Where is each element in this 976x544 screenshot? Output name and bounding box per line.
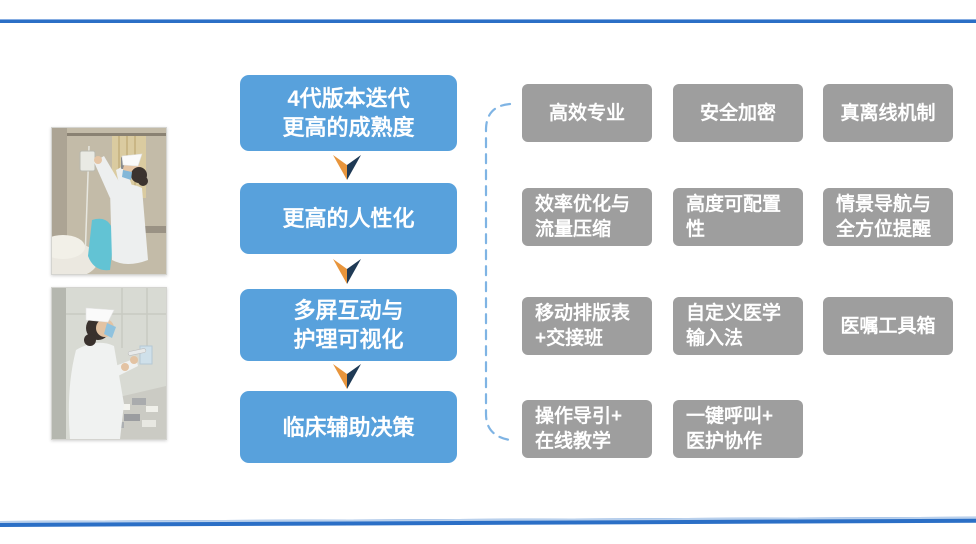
feature-line: 一键呼叫+ [686,406,774,427]
feature-box-medical-ime: 自定义医学 输入法 [673,297,803,355]
nurse-iv-illustration [52,128,166,274]
dashed-bracket-connector [476,100,512,448]
feature-line: 真离线机制 [840,102,936,124]
down-chevron-arrow-icon [332,364,362,389]
photo-nurse-medication [51,287,167,440]
feature-line: +交接班 [535,328,604,349]
feature-box-context-navigation: 情景导航与 全方位提醒 [823,188,953,246]
feature-line: 安全加密 [699,102,776,124]
flow-step-humanization: 更高的人性化 [240,183,457,254]
feature-box-offline: 真离线机制 [823,84,953,142]
feature-box-security: 安全加密 [673,84,803,142]
flow-step-line: 护理可视化 [293,327,404,352]
feature-box-one-key-call: 一键呼叫+ 医护协作 [673,400,803,458]
feature-line: 效率优化与 [535,194,631,215]
feature-line: 在线教学 [535,431,612,452]
feature-line: 全方位提醒 [836,219,932,240]
feature-box-guided-teaching: 操作导引+ 在线教学 [522,400,652,458]
flow-step-line: 多屏互动与 [293,298,404,323]
feature-line: 输入法 [686,328,744,349]
feature-line: 流量压缩 [535,219,612,240]
flow-step-clinical-decision: 临床辅助决策 [240,391,457,463]
feature-line: 高度可配置 [686,194,782,215]
feature-line: 医嘱工具箱 [840,315,936,337]
feature-line: 情景导航与 [836,194,932,215]
flow-step-line: 临床辅助决策 [282,414,415,440]
flow-step-version-maturity: 4代版本迭代 更高的成熟度 [240,75,457,151]
feature-line: 移动排版表 [535,303,631,324]
feature-line: 自定义医学 [686,303,782,324]
flow-step-multiscreen: 多屏互动与 护理可视化 [240,289,457,361]
feature-box-mobile-schedule: 移动排版表 +交接班 [522,297,652,355]
feature-box-configurable: 高度可配置 性 [673,188,803,246]
feature-line: 医护协作 [686,431,763,452]
down-chevron-arrow-icon [332,155,362,180]
flow-step-line: 更高的成熟度 [282,115,415,140]
feature-box-optimization: 效率优化与 流量压缩 [522,188,652,246]
flow-step-line: 4代版本迭代 [287,86,410,111]
bottom-accent-line [0,516,976,527]
feature-box-efficient: 高效专业 [522,84,652,142]
feature-line: 高效专业 [548,102,625,124]
feature-box-order-toolbox: 医嘱工具箱 [823,297,953,355]
top-accent-line [0,19,976,23]
nurse-medication-illustration [52,288,166,439]
down-chevron-arrow-icon [332,259,362,284]
feature-line: 性 [686,219,706,240]
flow-step-line: 更高的人性化 [282,206,415,231]
feature-line: 操作导引+ [535,406,623,427]
photo-nurse-iv [51,127,167,275]
